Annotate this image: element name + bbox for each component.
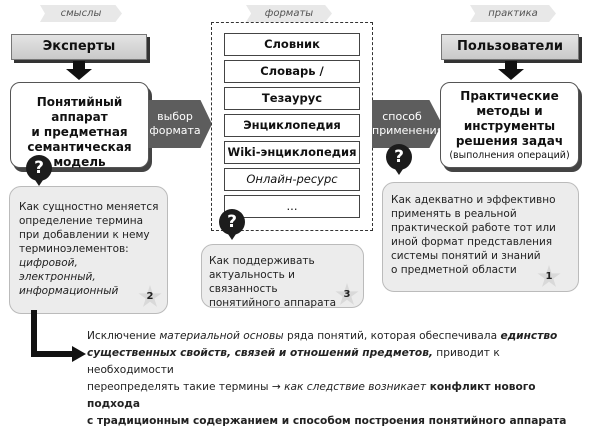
- question-box-2: Как сущностно меняется определение терми…: [9, 186, 168, 314]
- question-box-3: Как поддерживать актуальность и связанно…: [201, 244, 364, 309]
- q1-line-5: системы понятий и знаний: [391, 250, 541, 262]
- q2-line-4: терминоэлементов:: [19, 243, 129, 255]
- experts-down-arrow: [66, 61, 92, 80]
- format-wiki: Wiki-энциклопедия: [224, 141, 360, 164]
- experts-card-line-4: модель: [53, 155, 106, 169]
- conclusion-p10: с традиционным содержанием и способом по…: [87, 415, 567, 427]
- conclusion-p2: материальной основы: [159, 330, 284, 342]
- conclusion-p4: единство: [500, 330, 558, 342]
- format-encyclopedia: Энциклопедия: [224, 114, 360, 137]
- users-card-line-4: решения задач: [455, 134, 564, 148]
- users-down-arrow: [498, 61, 524, 80]
- q2-line-2: определение термина: [19, 215, 144, 227]
- users-card-line-3: инструменты: [463, 119, 556, 133]
- conclusion-p9: конфликт нового подхода: [87, 381, 536, 410]
- users-card-line-1: Практические: [460, 89, 559, 103]
- format-choice-line-1: выбор: [157, 110, 193, 123]
- format-choice-line-2: формата: [149, 124, 201, 137]
- tag-formats: форматы: [246, 5, 332, 22]
- q3-line-1: Как поддерживать: [209, 255, 315, 267]
- conclusion-p7: переопределять такие термины →: [87, 381, 285, 393]
- format-thesaurus: Тезаурус: [224, 87, 360, 110]
- conclusion-p6: приводит к необходимости: [87, 347, 500, 376]
- q3-line-2: актуальность и связанность: [209, 269, 295, 295]
- q3-number: 3: [343, 289, 351, 300]
- q1-line-6: о предметной области: [391, 264, 517, 276]
- experts-card: Понятийный аппарат и предметная семантич…: [10, 82, 149, 169]
- q2-italic-line-3: информационный: [19, 285, 119, 297]
- format-ellipsis: ...: [224, 195, 360, 218]
- q1-line-4: иной формат представления: [391, 236, 553, 248]
- q1-line-2: применять в реальной: [391, 208, 517, 220]
- experts-header: Эксперты: [11, 34, 147, 60]
- q2-line-3: при добавлении к нему: [19, 229, 150, 241]
- format-online-resource: Онлайн-ресурс: [224, 168, 360, 191]
- conclusion-p1: Исключение: [87, 330, 160, 342]
- format-slovnik: Словник: [224, 33, 360, 56]
- q1-line-1: Как адекватно и эффективно: [391, 194, 556, 206]
- users-card-note: (выполнения операций): [449, 150, 570, 161]
- conclusion-p3: ряда понятий, которая обеспечивала: [283, 330, 501, 342]
- q3-line-3: понятийного аппарата: [209, 297, 337, 309]
- application-method-line-1: способ: [382, 110, 422, 123]
- q2-italic-line-1: цифровой,: [19, 257, 78, 269]
- experts-card-line-1: Понятийный аппарат: [36, 95, 123, 124]
- format-dictionary: Словарь / глоссарий: [224, 60, 360, 99]
- question-icon-2: ?: [26, 155, 52, 186]
- bent-arrow: [31, 310, 86, 362]
- experts-card-line-2: и предметная: [31, 125, 128, 139]
- application-method-arrow: способ применения: [372, 100, 442, 148]
- users-card: Практические методы и инструменты решени…: [440, 82, 579, 168]
- q1-line-3: практической работе тот или: [391, 222, 556, 234]
- q2-number: 2: [146, 291, 154, 302]
- experts-card-line-3: семантическая: [27, 140, 132, 154]
- tag-meanings: смыслы: [40, 5, 122, 22]
- q1-number: 1: [545, 271, 553, 282]
- question-icon-3: ?: [219, 209, 245, 240]
- q2-line-1: Как сущностно меняется: [19, 201, 159, 213]
- conclusion-p5: существенных свойств, связей и отношений…: [87, 347, 433, 359]
- format-choice-arrow: выбор формата: [148, 100, 212, 148]
- users-card-line-2: методы и: [476, 104, 543, 118]
- application-method-line-2: применения: [372, 124, 444, 137]
- tag-practice: практика: [470, 5, 556, 22]
- users-header: Пользователи: [441, 34, 579, 60]
- q2-italic-line-2: электронный,: [19, 271, 96, 283]
- question-icon-1: ?: [386, 144, 412, 175]
- question-box-1: Как адекватно и эффективно применять в р…: [382, 182, 579, 292]
- conclusion-p8: как следствие возникает: [284, 381, 426, 393]
